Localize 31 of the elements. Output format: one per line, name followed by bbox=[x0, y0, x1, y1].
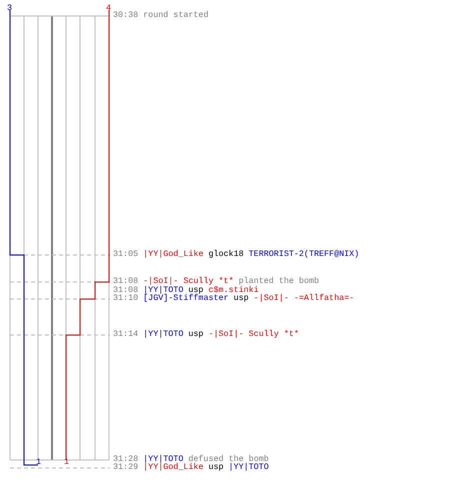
log-text: planted the bomb bbox=[238, 277, 320, 286]
player-count: 4 bbox=[106, 4, 112, 13]
timestamp: 31:14 bbox=[113, 330, 138, 339]
timestamp: 31:29 bbox=[113, 463, 138, 472]
log-text: usp bbox=[234, 294, 249, 303]
log-text: usp bbox=[188, 286, 204, 295]
log-text: [JGV]-Stiffmaster bbox=[143, 294, 229, 303]
log-text: defused the bomb bbox=[188, 455, 269, 464]
timestamp: 31:08 bbox=[113, 286, 138, 295]
log-text: |YY|God_Like bbox=[143, 463, 204, 472]
log-text: |YY|TOTO bbox=[143, 455, 184, 464]
timestamp: 30:38 bbox=[113, 11, 138, 20]
log-text: -|SoI|- Scully *t* bbox=[208, 330, 299, 339]
timestamp: 31:05 bbox=[113, 250, 138, 259]
log-text: -|SoI|- -=Allfatha=- bbox=[254, 294, 354, 303]
log-text: round started bbox=[143, 11, 208, 20]
log-text: usp bbox=[208, 463, 224, 472]
timestamp: 31:10 bbox=[113, 294, 138, 303]
timestamp: 31:08 bbox=[113, 277, 138, 286]
log-text: -|SoI|- Scully *t* bbox=[143, 277, 234, 286]
log-text: usp bbox=[188, 330, 204, 339]
log-text: glock18 bbox=[208, 250, 244, 259]
log-text: |YY|TOTO bbox=[143, 286, 184, 295]
player-count: 1 bbox=[36, 458, 42, 467]
log-text: |YY|TOTO bbox=[228, 463, 269, 472]
log-text: |YY|TOTO bbox=[143, 330, 184, 339]
log-text: TERRORIST-2(TREFF@NIX) bbox=[248, 250, 360, 259]
player-count: 3 bbox=[7, 4, 12, 13]
log-text: |YY|God_Like bbox=[143, 250, 204, 259]
log-text: c$m.stinki bbox=[208, 286, 259, 295]
timestamp: 31:28 bbox=[113, 455, 138, 464]
